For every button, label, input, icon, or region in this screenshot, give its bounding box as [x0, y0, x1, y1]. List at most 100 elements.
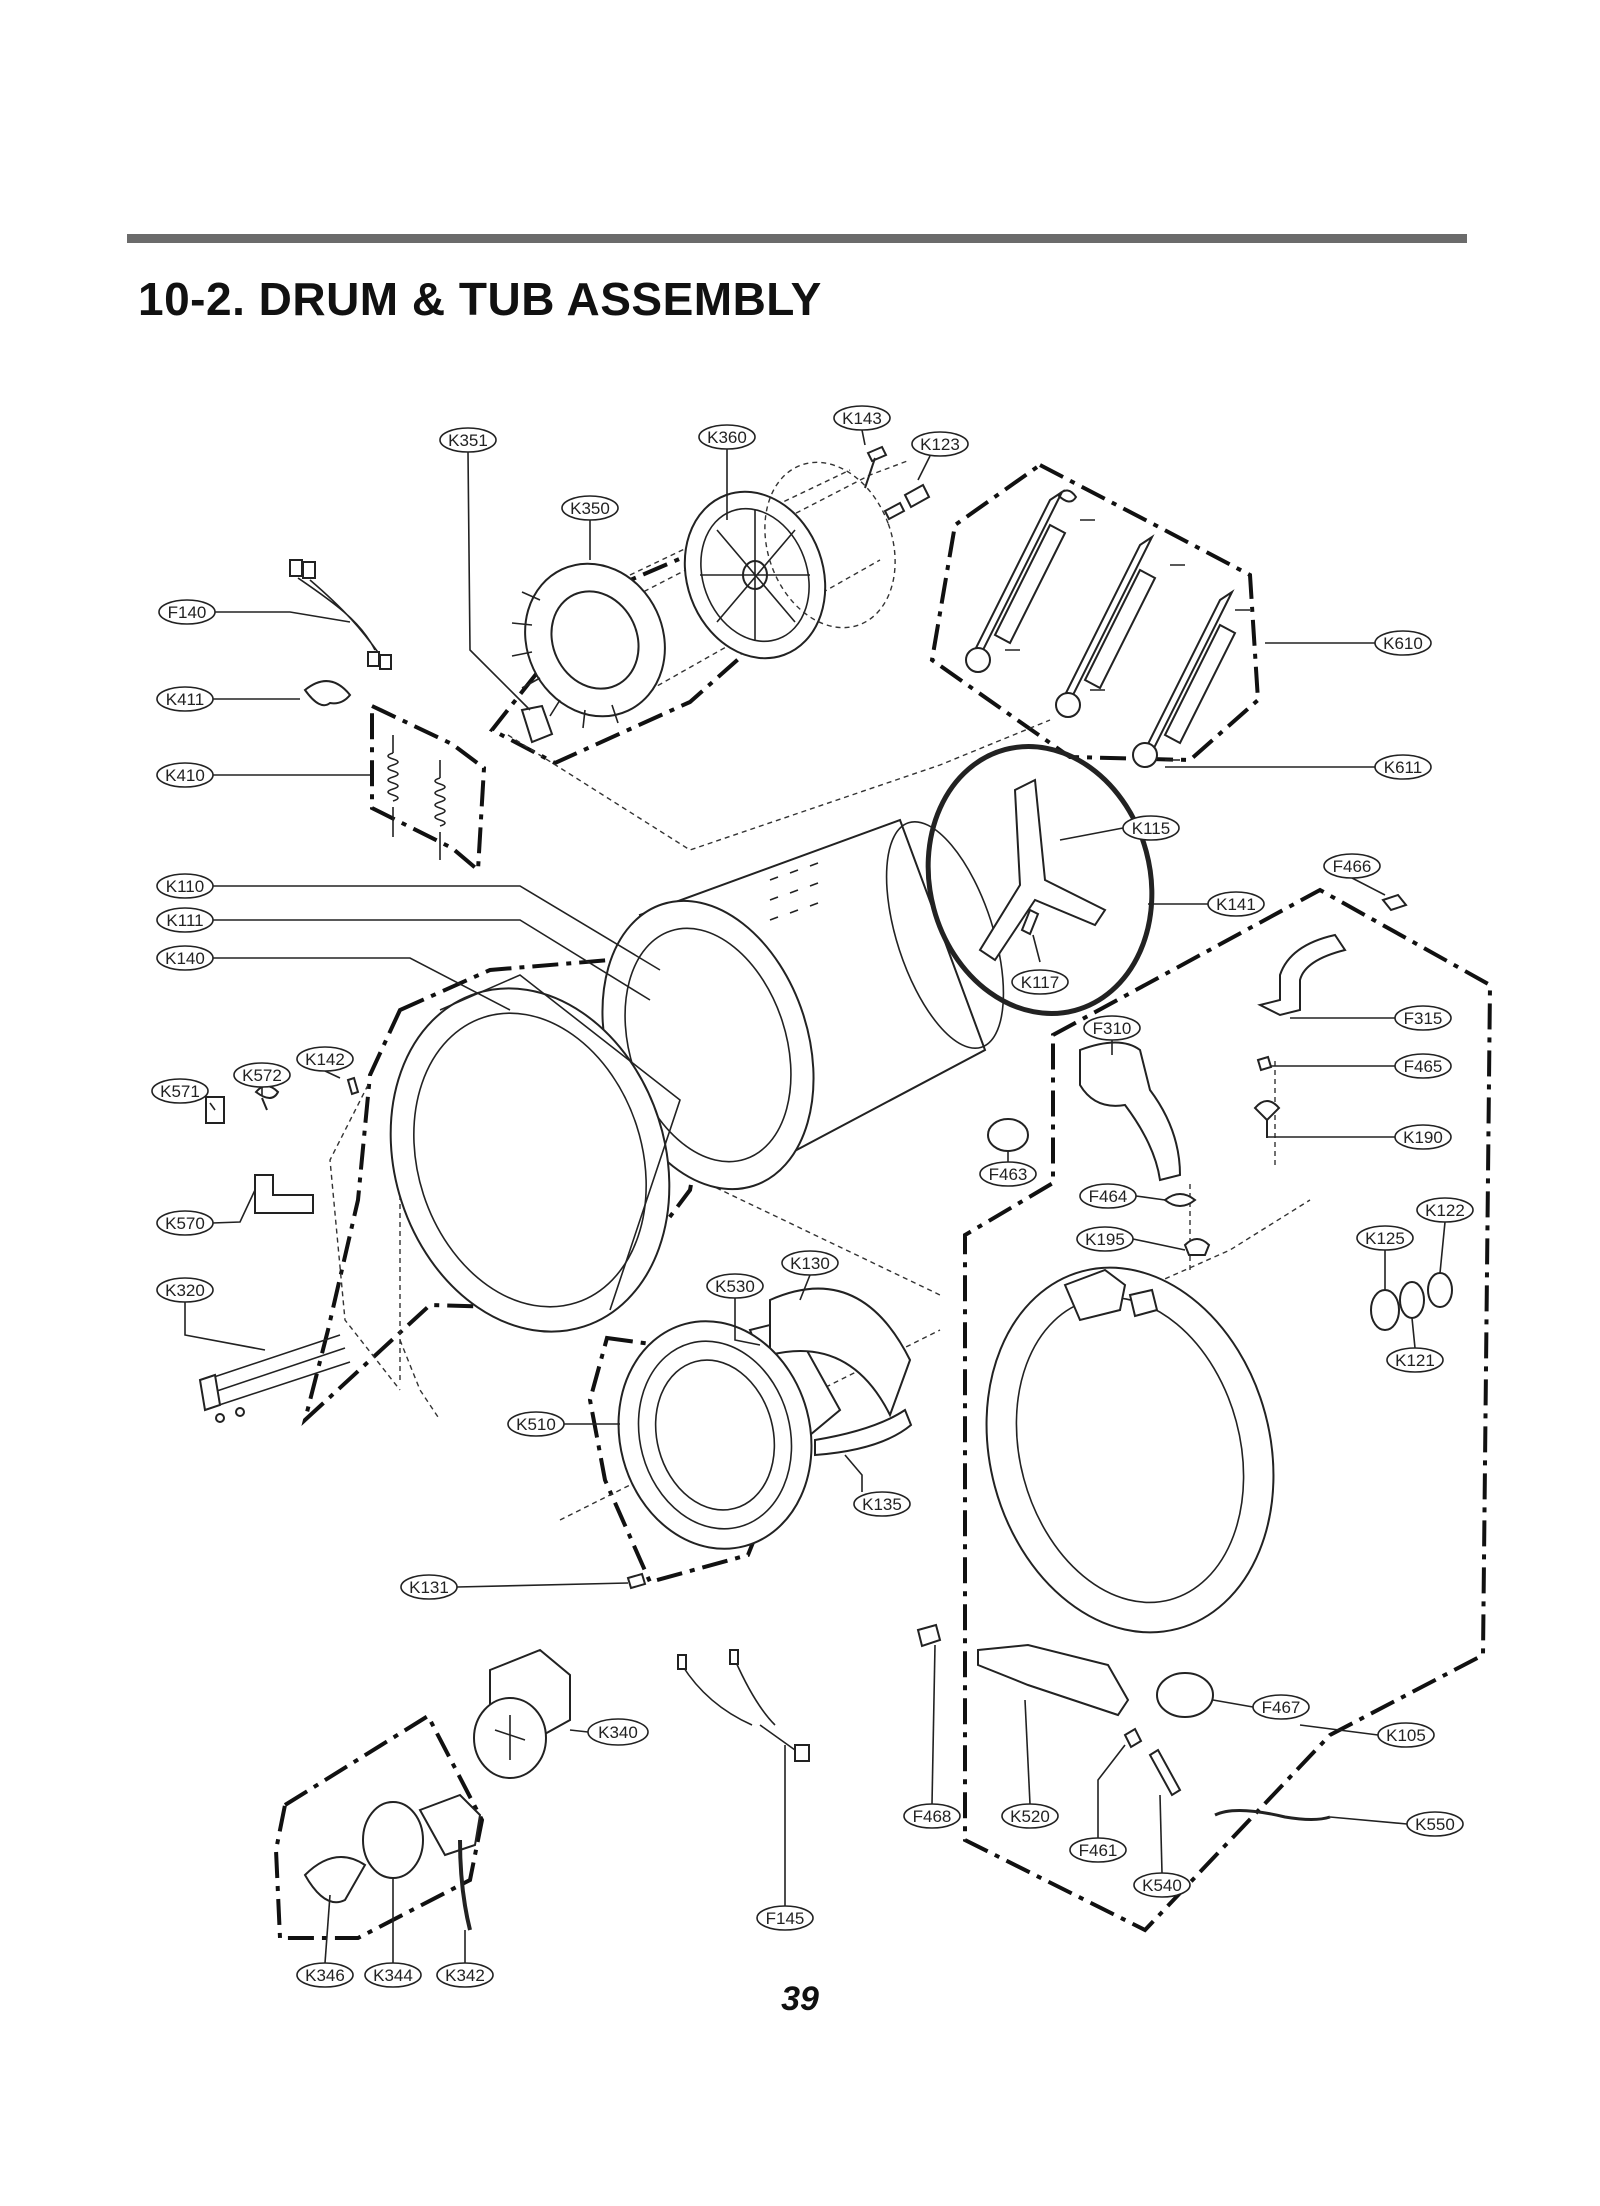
callout-k344: K344: [364, 1962, 422, 1988]
leader-line: [844, 1454, 863, 1492]
leader-line: [467, 451, 531, 711]
callout-k111: K111: [156, 907, 214, 933]
front-tub-inner: [413, 1012, 647, 1308]
svg-text:K571: K571: [160, 1082, 200, 1101]
rear-tub-inlet: [1063, 1268, 1127, 1322]
fitting-f466: [1381, 893, 1408, 912]
svg-text:K411: K411: [166, 690, 204, 709]
part-drawings: [198, 445, 1453, 1931]
leader-line: [1059, 827, 1124, 841]
callout-k122: K122: [1416, 1197, 1474, 1223]
seal-k125: [1370, 1289, 1400, 1331]
svg-text:K410: K410: [165, 766, 205, 785]
wire-shape: [297, 577, 381, 656]
page-number: 39: [781, 1980, 819, 2018]
sensor-k351: [520, 704, 554, 744]
leader-line: [734, 1298, 761, 1346]
callout-k351: K351: [439, 427, 497, 453]
clip-k411: [303, 680, 352, 707]
callout-k135: K135: [853, 1491, 911, 1517]
callout-f140: F140: [158, 599, 216, 625]
svg-text:K131: K131: [409, 1578, 449, 1597]
svg-text:F468: F468: [913, 1807, 952, 1826]
leader-line: [1024, 1699, 1031, 1805]
callout-k610: K610: [1374, 630, 1432, 656]
svg-text:K141: K141: [1216, 895, 1256, 914]
callout-k121: K121: [1386, 1347, 1444, 1373]
header-rule: [127, 234, 1467, 243]
svg-text:F310: F310: [1093, 1019, 1132, 1038]
leader-line: [1032, 934, 1041, 963]
svg-text:K195: K195: [1085, 1230, 1125, 1249]
svg-text:F461: F461: [1079, 1841, 1118, 1860]
harness-plug: [794, 1744, 810, 1762]
damper-shape: [1137, 589, 1235, 763]
callout-k530: K530: [706, 1273, 764, 1299]
svg-text:K340: K340: [598, 1723, 638, 1742]
callout-k572: K572: [233, 1062, 291, 1088]
drum-k110: [601, 818, 1005, 1191]
svg-text:K360: K360: [707, 428, 747, 447]
callout-k520: K520: [1001, 1803, 1059, 1829]
svg-text:K530: K530: [715, 1277, 755, 1296]
leader-lines: [184, 429, 1446, 1964]
spider-k115: [978, 778, 1107, 962]
leader-line: [917, 455, 931, 481]
svg-text:K344: K344: [373, 1966, 413, 1985]
svg-text:F463: F463: [989, 1165, 1028, 1184]
heater-stud: [235, 1407, 245, 1417]
screw-k142: [346, 1076, 360, 1096]
leader-line: [184, 1302, 266, 1351]
callout-f461: F461: [1069, 1837, 1127, 1863]
valve-k190: [1253, 1100, 1281, 1138]
callout-k360: K360: [698, 424, 756, 450]
callout-k105: K105: [1377, 1722, 1435, 1748]
damper-shape: [1057, 534, 1155, 708]
bolt-k143: [864, 445, 888, 489]
rear-tub-rim: [985, 1266, 1275, 1634]
leader-line: [209, 1102, 216, 1111]
callout-k550: K550: [1406, 1811, 1464, 1837]
pump-housing-k344: [362, 1801, 424, 1879]
damper-body: [1163, 623, 1237, 745]
pump-group-outline: [273, 1713, 485, 1940]
spring-k410: [434, 760, 446, 860]
svg-text:K143: K143: [842, 409, 882, 428]
stator-teeth: [511, 591, 619, 729]
rear-tub-group-outline: [963, 887, 1493, 1933]
svg-text:K142: K142: [305, 1050, 345, 1069]
harness-pin: [729, 1649, 739, 1665]
damper-body: [1083, 568, 1157, 690]
ring-k141: [925, 744, 1155, 1016]
rotor-spokes: [700, 510, 810, 640]
leader-line: [799, 1274, 811, 1301]
svg-text:K125: K125: [1365, 1229, 1405, 1248]
drum-holes: [769, 862, 819, 921]
svg-text:K572: K572: [242, 1066, 282, 1085]
clip-f468: [916, 1623, 942, 1648]
callout-f465: F465: [1394, 1053, 1452, 1079]
callout-k570: K570: [156, 1210, 214, 1236]
heater-element: [204, 1334, 351, 1409]
leader-line: [1097, 1744, 1126, 1838]
pump-outlet: [418, 1793, 482, 1857]
leader-line: [211, 1189, 256, 1224]
svg-text:F464: F464: [1089, 1187, 1128, 1206]
svg-text:K115: K115: [1132, 819, 1170, 838]
svg-text:F465: F465: [1404, 1057, 1443, 1076]
svg-text:K611: K611: [1384, 758, 1422, 777]
damper-pins: [1005, 519, 1250, 761]
spring-group-outline: [370, 702, 487, 875]
callout-f315: F315: [1394, 1005, 1452, 1031]
leader-line: [324, 1894, 331, 1964]
damper-eye: [1132, 742, 1158, 768]
callout-k130: K130: [781, 1250, 839, 1276]
callout-f145: F145: [756, 1905, 814, 1931]
leader-line: [1299, 1724, 1379, 1736]
hose-f315: [1257, 933, 1347, 1017]
svg-text:K135: K135: [862, 1495, 902, 1514]
callout-k115: K115: [1122, 815, 1180, 841]
harness-f145: [677, 1649, 810, 1762]
